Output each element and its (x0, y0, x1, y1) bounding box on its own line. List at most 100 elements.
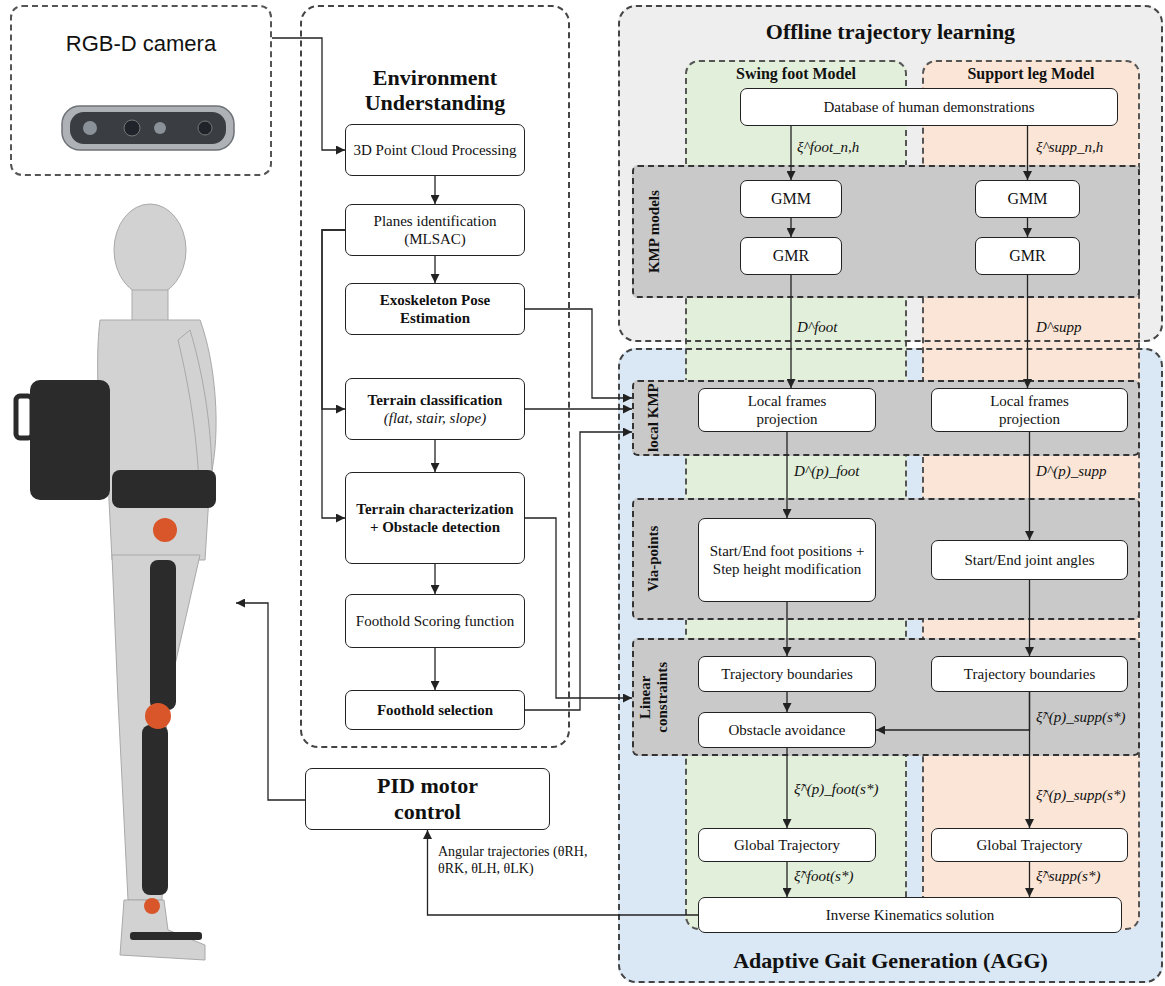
process-box: Database of human demonstrations (740, 88, 1118, 126)
box-text: GMR (1009, 246, 1045, 265)
band-label: local KMP (645, 383, 662, 453)
process-box: Foothold selection (345, 690, 525, 730)
edge-label-holder: ξ^foot_n,h (797, 138, 859, 156)
band-label: Linear constraints (637, 641, 672, 753)
edge-label: ξ̃^foot(s*) (794, 867, 853, 885)
exo-backpack (30, 380, 110, 500)
box-text: Terrain characterization + Obstacle dete… (352, 500, 518, 536)
process-box: GMM (975, 180, 1080, 218)
camera-body (62, 106, 234, 150)
box-text: Inverse Kinematics solution (826, 906, 994, 924)
edge-label: ξ^foot_n,h (797, 138, 859, 156)
edge-label: ξ̃^(p)_supp(s*) (1036, 786, 1125, 804)
process-box: 3D Point Cloud Processing (345, 124, 525, 176)
camera-icon (62, 106, 234, 150)
connector (434, 648, 435, 690)
connector (434, 256, 435, 283)
box-text: Global Trajectory (976, 836, 1082, 854)
connector (322, 230, 345, 409)
sensor-box: RGB-D camera (10, 5, 272, 176)
edge-label: ξ̃^(p)_supp(s*) (1036, 708, 1125, 726)
box-text: GMR (773, 246, 809, 265)
exo-foot-plate (130, 932, 202, 940)
edge-label-holder: D^(p)_foot (794, 462, 860, 480)
box-text: Exoskeleton Pose Estimation (352, 291, 518, 327)
process-box: Obstacle avoidance (698, 712, 876, 748)
process-box: Local frames projection (931, 388, 1128, 432)
connector (434, 564, 435, 594)
edge-label: D^(p)_foot (794, 462, 860, 480)
edge-label: ξ̃^supp(s*) (1036, 867, 1100, 885)
figure-foot (120, 900, 205, 960)
edge-label: D^supp (1036, 318, 1082, 336)
exo-hip-belt (112, 470, 216, 508)
box-text: Global Trajectory (734, 836, 840, 854)
connector (322, 230, 345, 518)
band-label: KMP models (645, 168, 662, 295)
connector (525, 309, 632, 398)
band-label-holder: KMP models (634, 167, 674, 296)
box-text: Start/End joint angles (965, 551, 1095, 569)
box-text: (flat, stair, slope) (384, 409, 487, 427)
heading-text: Offline trajectory learning (766, 19, 1015, 44)
box-text: PID motor control (353, 773, 503, 826)
connector (434, 176, 435, 204)
process-box: Exoskeleton Pose Estimation (345, 283, 525, 335)
figure-neck (132, 290, 168, 322)
process-box: Trajectory boundaries (931, 656, 1128, 692)
process-box: Planes identification (MLSAC) (345, 204, 525, 256)
edge-label-holder: ξ^supp_n,h (1036, 138, 1103, 156)
connector (272, 38, 345, 150)
box-text: Foothold Scoring function (356, 612, 514, 630)
process-box: GMR (740, 237, 842, 275)
box-text: Obstacle avoidance (728, 721, 845, 739)
edge-label-holder: D^(p)_supp (1036, 462, 1107, 480)
process-box: Terrain characterization + Obstacle dete… (345, 472, 525, 564)
band-label-holder: Via-points (634, 500, 674, 618)
process-box: Inverse Kinematics solution (698, 897, 1122, 933)
box-text: Start/End foot positions + Step height m… (705, 542, 869, 578)
exoskeleton-figure (16, 204, 216, 960)
edge-label-holder: ξ̃^(p)_supp(s*) (1036, 708, 1125, 726)
heading-text: Swing foot Model (736, 65, 856, 83)
band-label: Via-points (645, 501, 662, 617)
box-text: Terrain classification (368, 391, 503, 409)
process-box: Foothold Scoring function (345, 594, 525, 648)
heading-text: Adaptive Gait Generation (AGG) (733, 948, 1048, 973)
process-box: PID motor control (305, 768, 550, 830)
camera-lens (198, 121, 212, 135)
box-text: Trajectory boundaries (964, 665, 1096, 683)
box-text: GMM (1007, 189, 1047, 208)
process-box: GMM (740, 180, 842, 218)
command-arrow (236, 603, 305, 800)
box-text: Trajectory boundaries (721, 665, 853, 683)
box-text: Foothold selection (377, 701, 493, 719)
edge-label-holder: D^supp (1036, 318, 1082, 336)
edge-label: ξ̃^(p)_foot(s*) (794, 780, 878, 798)
figure-leg (112, 555, 200, 900)
edge-label-holder: ξ̃^supp(s*) (1036, 867, 1100, 885)
exo-hip-joint (153, 518, 177, 542)
connector (428, 830, 699, 915)
exo-knee-joint (145, 703, 171, 729)
process-box: Terrain classification(flat, stair, slop… (345, 378, 525, 440)
box-text: GMM (771, 189, 811, 208)
camera-lens (154, 122, 166, 134)
process-box: GMR (975, 237, 1080, 275)
group-panel: Offline trajectory learningDatabase of h… (618, 5, 1163, 342)
process-box: Local frames projection (698, 388, 876, 432)
heading-text: RGB-D camera (66, 31, 216, 57)
edge-label: D^foot (797, 318, 838, 336)
edge-label: ξ^supp_n,h (1036, 138, 1103, 156)
heading-text: Support leg Model (967, 65, 1094, 83)
stage-band: local KMP Local frames projection Local fr… (632, 380, 1140, 456)
box-text: Database of human demonstrations (823, 98, 1034, 116)
connector (525, 518, 632, 698)
box-text: Local frames projection (727, 392, 847, 428)
group-panel: Adaptive Gait Generation (AGG) local KMP L… (618, 348, 1163, 983)
exo-ankle-joint (144, 898, 160, 914)
exo-thigh (150, 560, 176, 710)
process-box: Global Trajectory (698, 828, 876, 862)
